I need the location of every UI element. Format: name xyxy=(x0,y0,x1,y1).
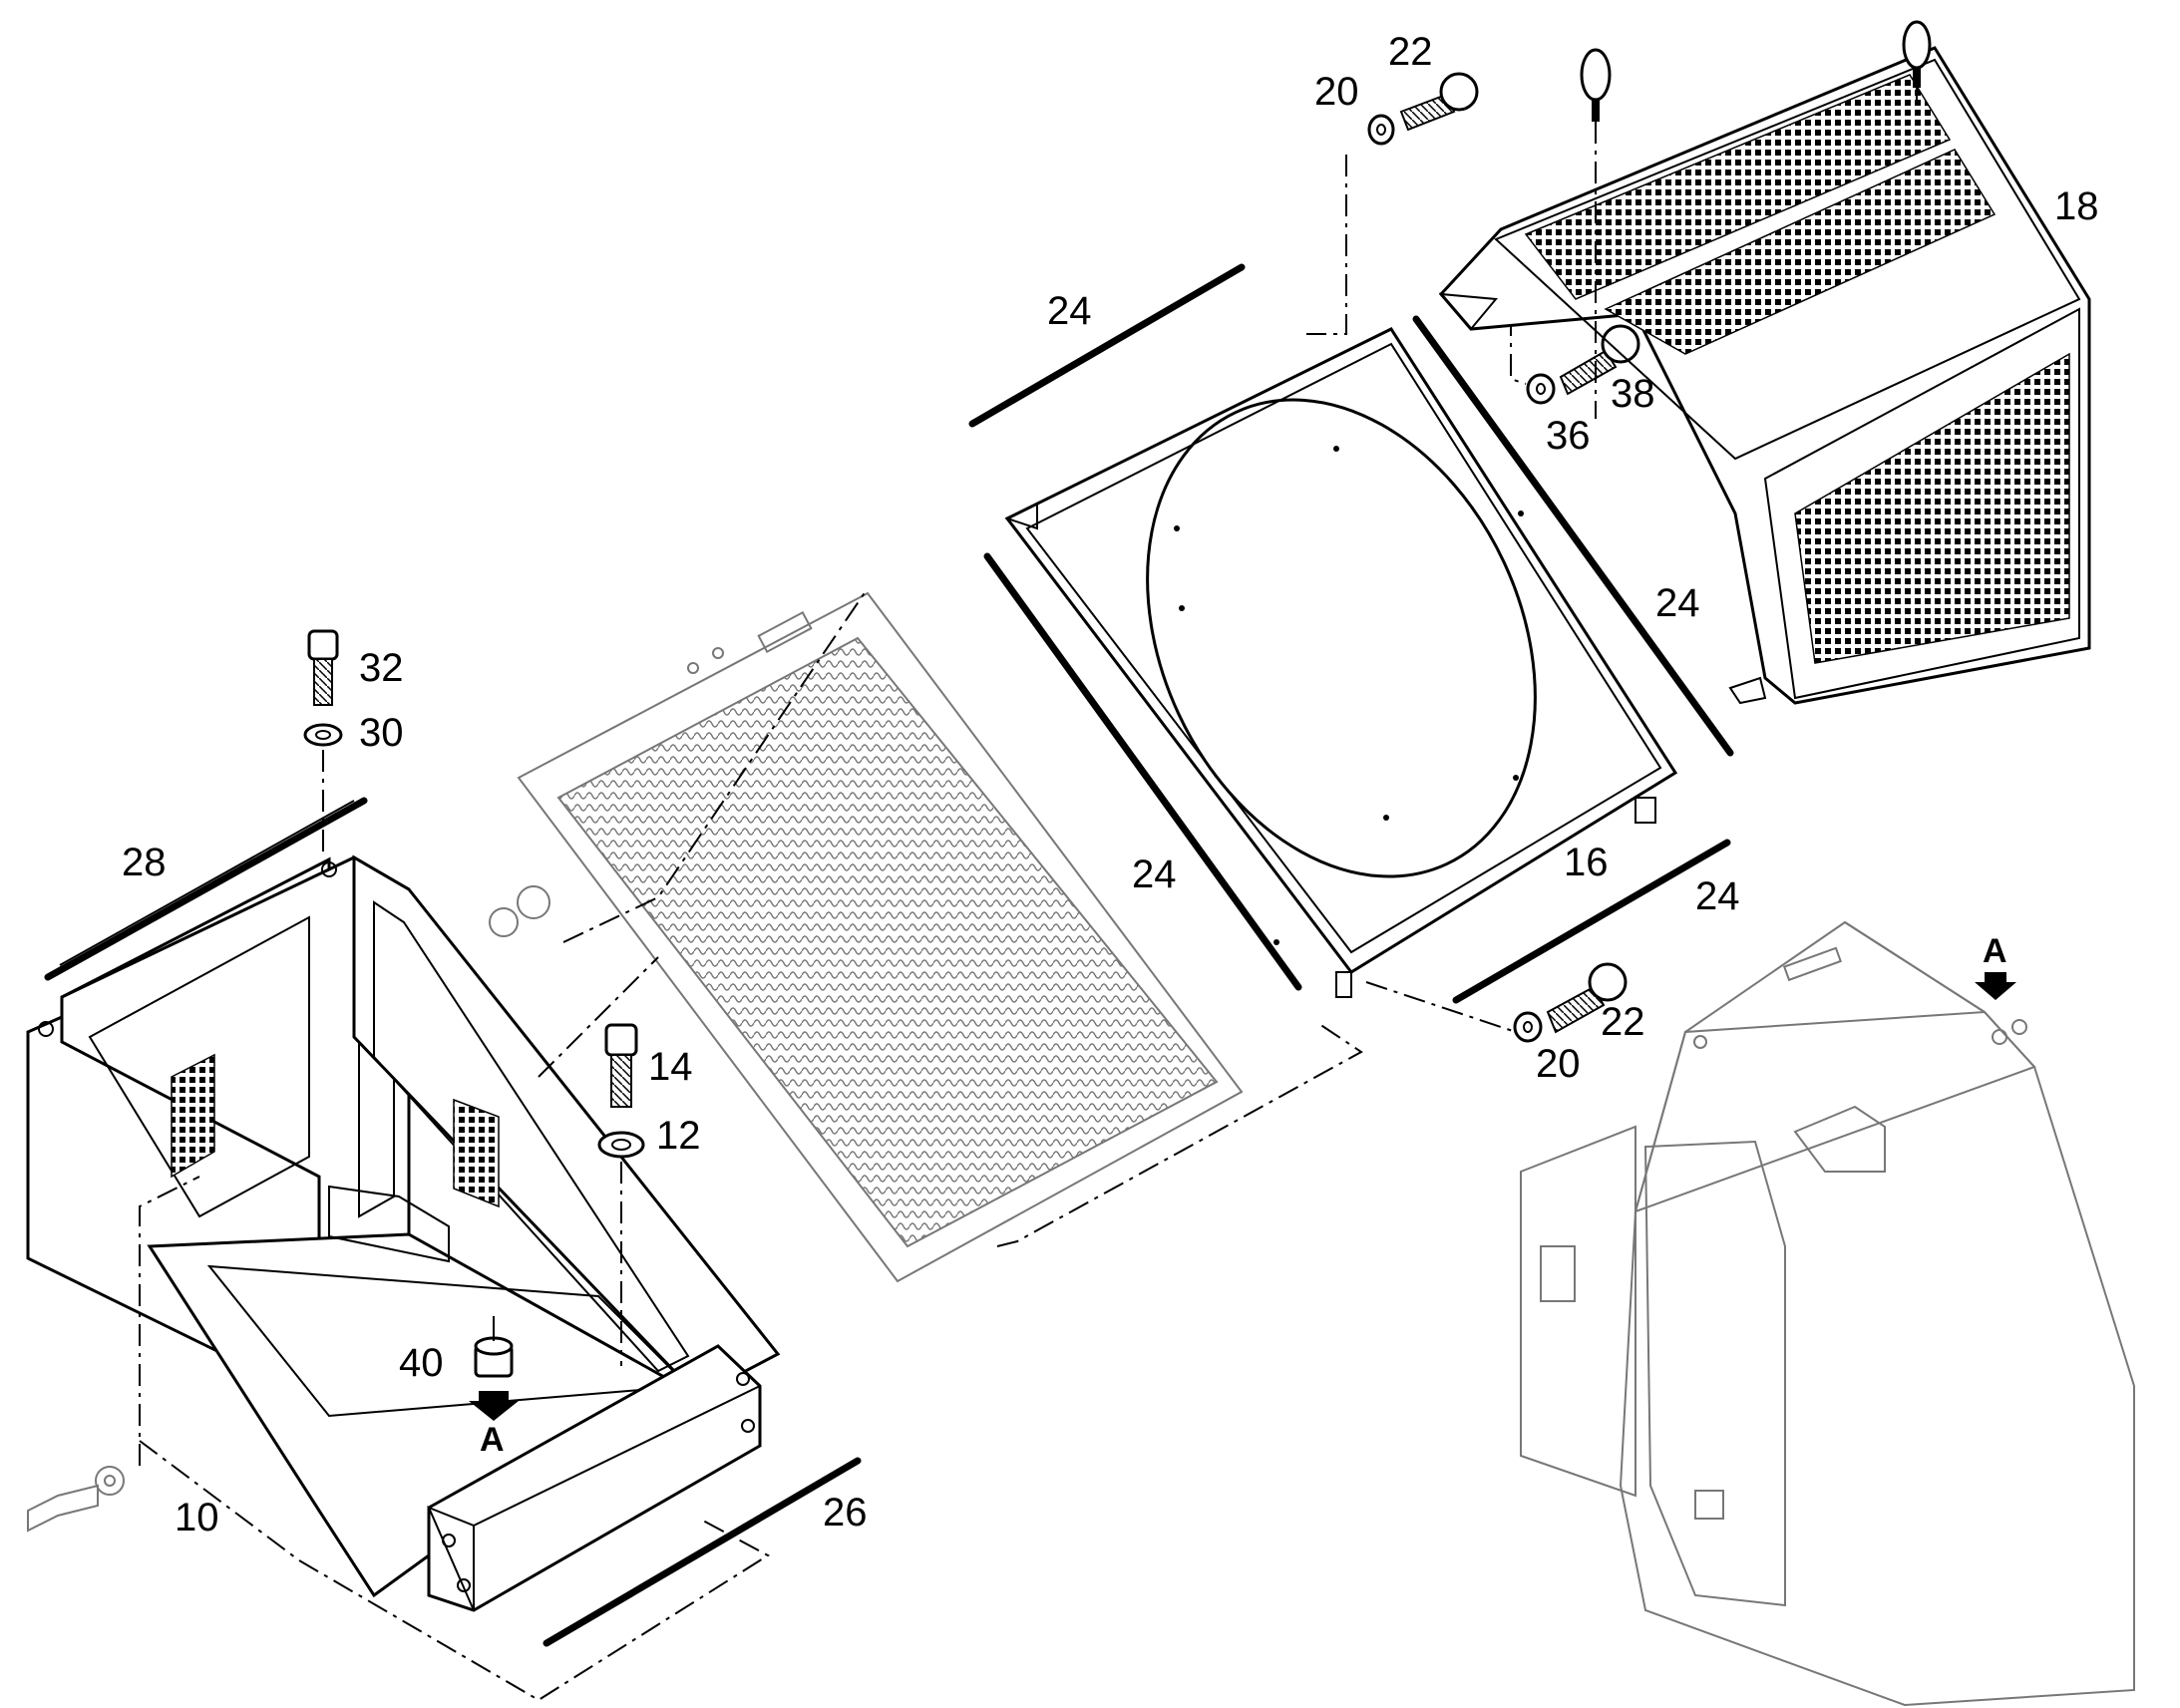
screw-lower-left xyxy=(27,1466,125,1533)
screw-part-32 xyxy=(307,629,339,706)
callout-10: 10 xyxy=(175,1496,219,1539)
callout-20-bottom: 20 xyxy=(1536,1042,1581,1086)
washer-part-30 xyxy=(303,723,343,747)
callout-40: 40 xyxy=(399,1341,444,1385)
callout-12: 12 xyxy=(656,1114,701,1158)
callout-30: 30 xyxy=(359,711,404,755)
callout-24-left: 24 xyxy=(1132,853,1177,896)
base-frame-part-10 xyxy=(26,854,781,1612)
callout-26: 26 xyxy=(823,1491,868,1535)
callout-24-bottom: 24 xyxy=(1695,874,1740,918)
callout-28: 28 xyxy=(122,841,167,884)
callout-18: 18 xyxy=(2054,184,2099,228)
screw-part-38 xyxy=(1559,324,1640,396)
callout-38: 38 xyxy=(1611,372,1655,416)
view-label-a-assembled: A xyxy=(1983,932,2007,970)
strip-part-24-top xyxy=(968,263,1246,428)
screw-part-14 xyxy=(604,1023,638,1108)
callout-20-top: 20 xyxy=(1314,70,1359,114)
callout-36: 36 xyxy=(1546,414,1591,458)
radiator-core xyxy=(489,591,1244,1283)
screw-part-22-top xyxy=(1399,72,1479,132)
strip-part-28 xyxy=(44,797,368,981)
callout-22-bottom: 22 xyxy=(1601,1000,1645,1044)
fan-shroud-part-16 xyxy=(1004,327,1678,998)
callout-16: 16 xyxy=(1564,841,1609,884)
screw-part-22-bottom xyxy=(1546,962,1628,1034)
callout-32: 32 xyxy=(359,646,404,690)
strip-part-26 xyxy=(543,1457,862,1647)
callout-24-top: 24 xyxy=(1047,289,1092,333)
view-label-a-mount: A xyxy=(480,1421,505,1459)
strip-part-24-bottom xyxy=(1452,839,1731,1004)
strip-part-24-left xyxy=(983,552,1302,991)
fan-cover-part-18 xyxy=(1438,20,2091,705)
washer-part-20-bottom xyxy=(1513,1011,1543,1043)
washer-part-36 xyxy=(1526,373,1556,405)
washer-part-12 xyxy=(597,1131,645,1159)
callout-22-top: 22 xyxy=(1388,30,1433,74)
strip-part-24-right xyxy=(1412,315,1734,757)
callout-24-right: 24 xyxy=(1655,581,1700,625)
assembled-view xyxy=(1520,920,2135,1707)
washer-part-20-top xyxy=(1367,114,1395,146)
callout-14: 14 xyxy=(648,1045,693,1089)
rubber-mount-part-40 xyxy=(469,1316,519,1421)
